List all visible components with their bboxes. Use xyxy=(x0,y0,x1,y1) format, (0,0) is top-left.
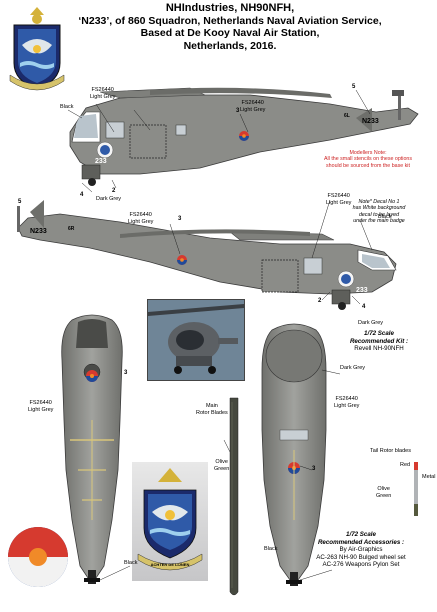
note-line-1: All the small stencils on these options xyxy=(323,156,413,163)
badge-motto: ACHTER DE LIJNEN xyxy=(150,562,190,567)
label-black-3: Black xyxy=(124,560,138,566)
fs-code: FS26440 xyxy=(91,87,114,93)
light-grey-text: Light Grey xyxy=(128,218,154,225)
light-grey-text: Light Grey xyxy=(28,406,54,413)
label-fs-light-grey-5: FS26440 Light Grey xyxy=(28,400,53,413)
label-olive-green-tail: Olive Green xyxy=(376,486,392,499)
label-main-rotor-blades: Main Rotor Blades xyxy=(196,403,228,416)
label-dark-grey-3: Dark Grey xyxy=(340,365,366,371)
callout-2-lower: 2 xyxy=(318,298,322,304)
label-fs-light-grey-3: FS26440 Light Grey xyxy=(326,193,351,206)
note-line-2: should be sourced from the base kit xyxy=(326,162,410,169)
underside-view xyxy=(261,323,341,586)
callout-4-lower: 4 xyxy=(362,304,366,310)
callout-4-upper: 4 xyxy=(80,192,84,198)
decal-note-line-1: Note* Decal No 1 xyxy=(358,199,400,205)
code-6r: 6R xyxy=(68,226,75,232)
fs-code: FS26440 xyxy=(327,193,350,199)
main-rotor-blade xyxy=(223,397,239,596)
label-dark-grey-2: Dark Grey xyxy=(358,320,384,326)
light-grey-text: Light Grey xyxy=(90,93,116,100)
label-fs-light-grey-6: FS26440 Light Grey xyxy=(334,396,359,409)
label-black-1: Black xyxy=(60,104,74,110)
acc-by: By Air-Graphics xyxy=(339,546,383,554)
acc-heading: Recommended Accessories : xyxy=(317,538,405,546)
decal-note-line-3: decal to be layed xyxy=(358,211,400,218)
label-red: Red xyxy=(400,462,411,468)
label-fs-light-grey-2: FS26440 Light Grey xyxy=(240,100,265,113)
modellers-note: Modellers Note: All the small stencils o… xyxy=(298,150,437,169)
page-title: NHIndustries, NH90NFH, ‘N233’, of 860 Sq… xyxy=(60,2,400,52)
label-tail-rotor-blades: Tail Rotor blades xyxy=(370,448,411,454)
callout-3-top: 3 xyxy=(124,370,128,376)
fs-code: FS26440 xyxy=(29,400,52,406)
main-badge-decal: ACHTER DE LIJNEN xyxy=(132,462,208,581)
label-dark-grey-1: Dark Grey xyxy=(96,196,122,202)
callout-2-upper: 2 xyxy=(112,188,116,194)
squadron-badge-emblem xyxy=(8,5,66,95)
label-olive-green-main: Olive Green xyxy=(214,459,230,472)
title-line-1: NHIndustries, NH90NFH, xyxy=(165,2,295,14)
tail-rotor-blade xyxy=(414,462,418,516)
light-grey-text: Light Grey xyxy=(334,402,360,409)
recommended-accessories: 1/72 Scale Recommended Accessories : By … xyxy=(296,531,426,569)
light-grey-text: Light Grey xyxy=(326,199,352,206)
callout-5-lower: 5 xyxy=(18,199,22,205)
helicopter-photo-image xyxy=(148,300,244,380)
modex-lower: 233 xyxy=(356,287,368,294)
fs-code: FS26440 xyxy=(129,212,152,218)
code-6l: 6L xyxy=(344,113,350,119)
light-grey-text: Light Grey xyxy=(240,106,266,113)
callout-5-upper: 5 xyxy=(352,84,356,90)
kit-item: Revell NH-90NFH xyxy=(354,345,404,353)
top-view xyxy=(61,314,131,584)
serial-upper: N233 xyxy=(362,118,379,125)
title-line-2: ‘N233’, of 860 Squadron, Netherlands Nav… xyxy=(78,14,382,27)
acc-item-2: AC-276 Weapons Pylon Set xyxy=(322,561,400,569)
label-metal: Metal xyxy=(422,474,436,480)
reference-photo xyxy=(147,299,245,381)
label-fs-light-grey-1: FS26440 Light Grey xyxy=(90,87,115,100)
kit-scale: 1/72 Scale xyxy=(364,330,394,337)
acc-item-1: AC-263 NH-90 Bulged wheel set xyxy=(316,553,406,561)
modex-upper: 233 xyxy=(95,158,107,165)
label-fs-light-grey-4: FS26440 Light Grey xyxy=(128,212,153,225)
callout-3-upper: 3 xyxy=(236,108,240,114)
title-line-3: Based at De Kooy Naval Air Station, xyxy=(140,27,320,39)
callout-3-underside: 3 xyxy=(312,466,316,472)
label-black-4: Black xyxy=(264,546,278,552)
roundel-large xyxy=(8,527,68,587)
decal-note: Note* Decal No 1 has White background de… xyxy=(334,199,424,225)
callout-3-lower: 3 xyxy=(178,216,182,222)
badge-shield-icon xyxy=(137,468,203,571)
label-black-2: Black xyxy=(378,214,392,220)
note-heading: Modellers Note: xyxy=(349,150,387,156)
recommended-kit: 1/72 Scale Recommended Kit : Revell NH-9… xyxy=(336,330,422,353)
fs-code: FS26440 xyxy=(241,100,264,106)
decal-note-line-2: has White background xyxy=(352,205,406,212)
title-line-4: Netherlands, 2016. xyxy=(183,39,277,52)
kit-heading: Recommended Kit : xyxy=(349,337,409,345)
side-profile-left xyxy=(67,87,419,193)
side-profile-right xyxy=(17,199,397,310)
decal-note-line-4: under the main badge xyxy=(353,218,405,225)
serial-lower: N233 xyxy=(30,228,47,235)
fs-code: FS26440 xyxy=(335,396,358,402)
acc-scale: 1/72 Scale xyxy=(346,531,376,538)
